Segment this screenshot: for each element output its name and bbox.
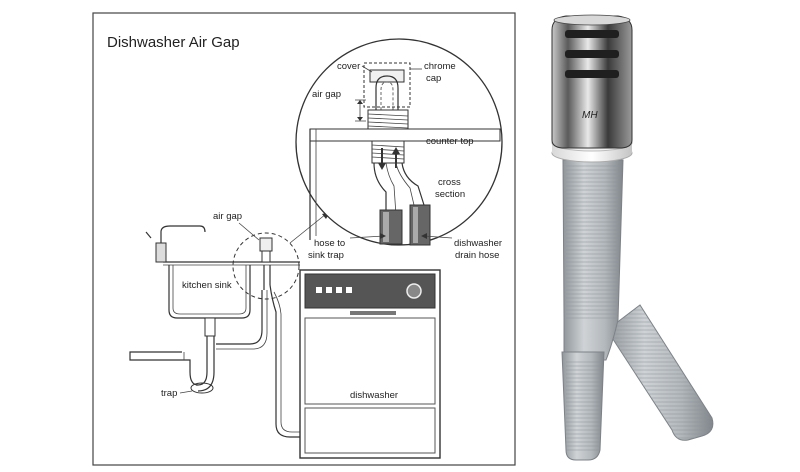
label-chrome-cap-line1: chrome xyxy=(424,61,456,72)
faucet xyxy=(145,225,206,263)
diagram-panel: Dishwasher Air Gap xyxy=(92,12,516,466)
label-air-gap: air gap xyxy=(213,211,242,222)
label-cross-section-line1: cross xyxy=(438,177,461,188)
label-kitchen-sink: kitchen sink xyxy=(182,280,232,291)
label-air-gap-detail: air gap xyxy=(312,89,341,100)
label-dishwasher-drain-hose-line2: drain hose xyxy=(455,250,499,261)
air-gap-fitting xyxy=(259,237,273,290)
air-gap-product-photo: MH xyxy=(551,14,714,461)
label-dishwasher-drain-hose-line1: dishwasher xyxy=(454,238,502,249)
cap-vent-slot xyxy=(565,30,619,38)
detail-callout-circle xyxy=(232,232,300,300)
label-cover: cover xyxy=(337,61,360,72)
label-hose-to-sink-trap-line1: hose to xyxy=(314,238,345,249)
dishwasher xyxy=(299,269,441,459)
cap-engraving: MH xyxy=(582,110,598,121)
sink-trap xyxy=(129,336,215,394)
label-chrome-cap-line2: cap xyxy=(426,73,441,84)
callout-leader xyxy=(289,213,327,244)
label-cross-section-line2: section xyxy=(435,189,465,200)
hose-to-trap xyxy=(216,290,263,345)
diagram-title: Dishwasher Air Gap xyxy=(107,34,240,51)
cap-vent-slot xyxy=(565,70,619,78)
cap-vent-slot xyxy=(565,50,619,58)
drain-hose xyxy=(269,284,305,438)
kitchen-sink xyxy=(168,265,251,337)
label-hose-to-sink-trap-line2: sink trap xyxy=(308,250,344,261)
label-counter-top: counter top xyxy=(426,136,474,147)
label-dishwasher: dishwasher xyxy=(350,390,398,401)
label-trap: trap xyxy=(161,388,177,399)
cross-section-detail xyxy=(295,38,503,246)
